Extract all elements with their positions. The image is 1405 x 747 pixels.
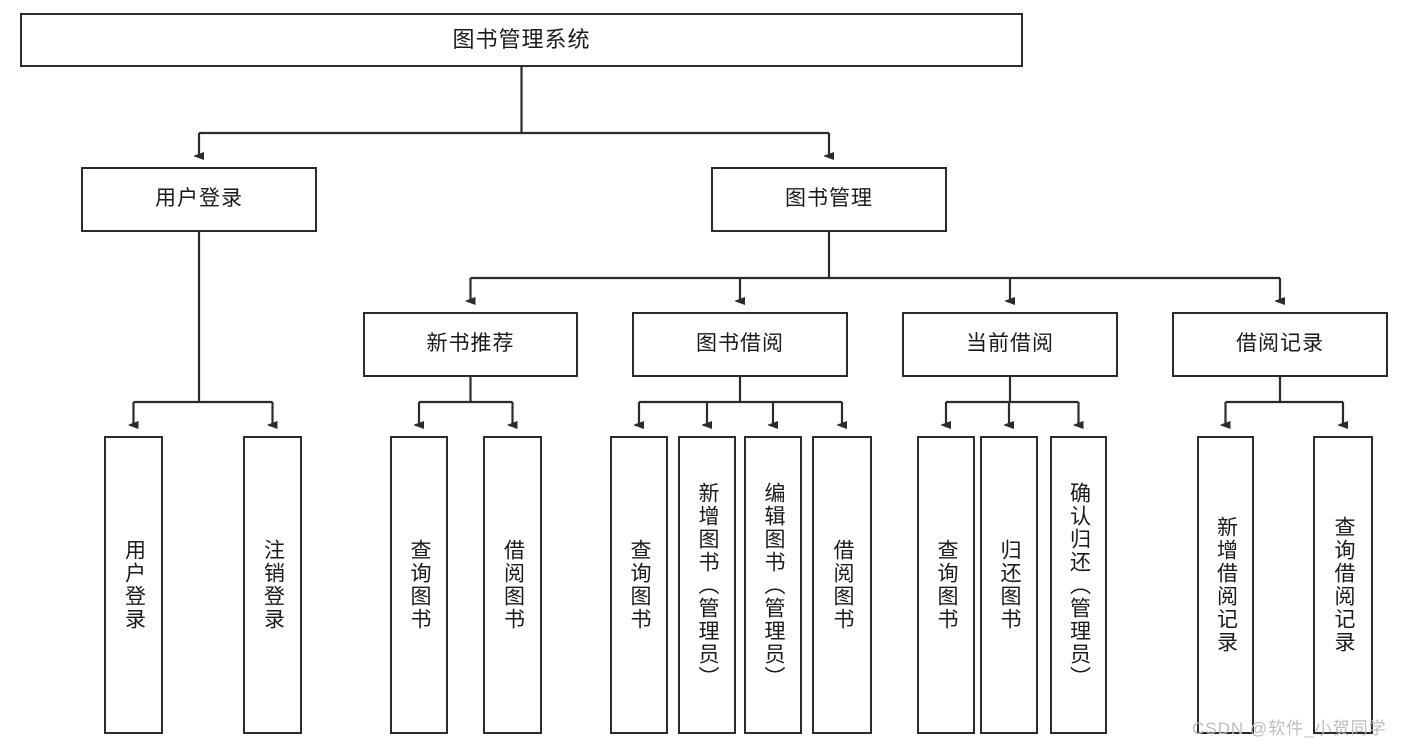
node-label: 图书借阅 xyxy=(696,332,784,356)
node-leaf-query-books-current[interactable]: 查询图书 xyxy=(917,436,975,734)
node-leaf-borrow-books-recommendation[interactable]: 借阅图书 xyxy=(483,436,542,734)
node-leaf-borrow-books-borrowing[interactable]: 借阅图书 xyxy=(812,436,872,734)
node-label: 用户登录 xyxy=(155,187,243,211)
node-label: 用户登录 xyxy=(122,539,146,631)
node-new-book-recommendation[interactable]: 新书推荐 xyxy=(363,312,578,377)
node-leaf-query-books-recommendation[interactable]: 查询图书 xyxy=(390,436,448,734)
node-book-borrowing[interactable]: 图书借阅 xyxy=(632,312,848,377)
node-label: 图书管理系统 xyxy=(452,27,591,53)
node-label: 新增图书（管理员） xyxy=(696,481,720,689)
node-label: 查询借阅记录 xyxy=(1332,516,1356,654)
node-label: 确认归还（管理员） xyxy=(1067,481,1091,689)
node-label: 新书推荐 xyxy=(426,332,515,356)
node-root-book-management-system[interactable]: 图书管理系统 xyxy=(20,13,1023,67)
node-label: 当前借阅 xyxy=(966,332,1054,356)
csdn-watermark: CSDN @软件_小贺同学 xyxy=(1192,719,1387,738)
node-leaf-user-login[interactable]: 用户登录 xyxy=(104,436,163,734)
node-user-login[interactable]: 用户登录 xyxy=(81,167,317,232)
node-label: 借阅图书 xyxy=(501,539,525,631)
node-borrowing-record[interactable]: 借阅记录 xyxy=(1172,312,1388,377)
node-book-management[interactable]: 图书管理 xyxy=(711,167,947,232)
node-leaf-add-book-admin[interactable]: 新增图书（管理员） xyxy=(678,436,736,734)
node-label: 注销登录 xyxy=(261,539,285,631)
node-label: 归还图书 xyxy=(998,539,1022,631)
node-leaf-add-borrow-record[interactable]: 新增借阅记录 xyxy=(1197,436,1254,734)
node-leaf-query-borrow-record[interactable]: 查询借阅记录 xyxy=(1313,436,1373,734)
node-current-borrowing[interactable]: 当前借阅 xyxy=(902,312,1118,377)
node-label: 借阅记录 xyxy=(1236,332,1324,356)
node-label: 查询图书 xyxy=(935,539,959,631)
node-label: 查询图书 xyxy=(408,539,432,631)
node-label: 新增借阅记录 xyxy=(1214,516,1238,654)
node-label: 编辑图书（管理员） xyxy=(762,481,786,689)
node-leaf-query-books-borrowing[interactable]: 查询图书 xyxy=(610,436,668,734)
node-leaf-edit-book-admin[interactable]: 编辑图书（管理员） xyxy=(744,436,802,734)
node-leaf-confirm-return-admin[interactable]: 确认归还（管理员） xyxy=(1050,436,1107,734)
node-label: 查询图书 xyxy=(628,539,652,631)
node-label: 借阅图书 xyxy=(831,539,855,631)
node-leaf-return-books[interactable]: 归还图书 xyxy=(980,436,1038,734)
node-label: 图书管理 xyxy=(785,187,873,211)
node-leaf-user-logout[interactable]: 注销登录 xyxy=(243,436,302,734)
